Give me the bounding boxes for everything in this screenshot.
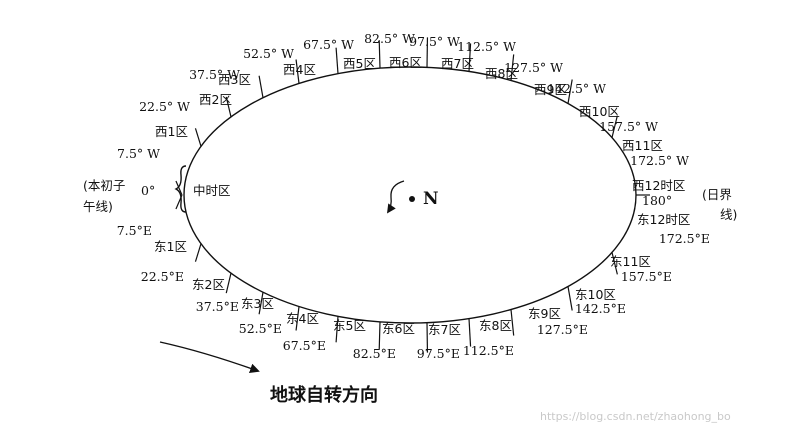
east-zone-label: 东5区: [333, 318, 366, 333]
west-meridian-tick: [225, 96, 232, 117]
west-zone-label: 西3区: [218, 72, 251, 87]
east-zone-label: 东7区: [428, 322, 461, 337]
west-meridian-tick: [378, 40, 381, 69]
east-meridian-tick: [611, 252, 618, 275]
dateline-note-line1: (日界: [702, 187, 732, 202]
west-meridian-label: 67.5° W: [303, 37, 354, 52]
east-zone-label: 东1区: [154, 239, 187, 254]
east-meridian-label: 7.5°E: [117, 223, 152, 238]
prime-meridian-note-line1: (本初子: [83, 178, 125, 193]
dateline-degree: 180°: [642, 193, 672, 208]
east-zone-label: 东10区: [575, 287, 616, 302]
west-meridian-label: 157.5° W: [599, 119, 658, 134]
west-zone-label: 西6区: [389, 55, 422, 70]
east-meridian-label: 127.5°E: [537, 322, 588, 337]
rotation-arrow-icon: [386, 180, 405, 214]
west-meridian-label: 52.5° W: [243, 46, 294, 61]
west-meridian-tick: [194, 128, 202, 147]
east-zone-label: 东3区: [241, 296, 274, 311]
west-meridian-tick: [258, 75, 264, 98]
west-zone-label: 西11区: [622, 138, 663, 153]
west-meridian-label: 112.5° W: [457, 39, 516, 54]
west-meridian-label: 172.5° W: [630, 153, 689, 168]
east-zone-label: 东12时区: [637, 212, 690, 227]
west-meridian-label: 82.5° W: [364, 31, 415, 46]
prime-zone-brace: [174, 165, 187, 213]
west-zone-label: 西1区: [155, 124, 188, 139]
prime-meridian-degree: 0°: [141, 183, 155, 198]
east-zone-label: 东6区: [382, 321, 415, 336]
east-meridian-label: 142.5°E: [575, 301, 626, 316]
east-meridian-tick: [378, 321, 381, 350]
west-zone-label: 西2区: [199, 92, 232, 107]
west-meridian-label: 142.5° W: [547, 81, 606, 96]
dateline-note-line2: 线): [720, 207, 737, 222]
east-meridian-tick: [225, 273, 232, 294]
west-meridian-tick: [567, 79, 573, 104]
east-zone-label: 东9区: [528, 306, 561, 321]
west-zone-label: 西10区: [579, 104, 620, 119]
west-meridian-label: 97.5° W: [409, 34, 460, 49]
east-meridian-label: 67.5°E: [283, 338, 326, 353]
east-meridian-label: 22.5°E: [141, 269, 184, 284]
east-meridian-tick: [258, 292, 264, 315]
west-zone-label: 西5区: [343, 56, 376, 71]
east-zone-label: 东8区: [479, 318, 512, 333]
east-meridian-label: 112.5°E: [463, 343, 514, 358]
earth-ellipse: [183, 66, 637, 324]
east-meridian-tick: [194, 243, 202, 262]
watermark: https://blog.csdn.net/zhaohong_bo: [540, 410, 731, 423]
west-meridian-label: 127.5° W: [504, 60, 563, 75]
east-meridian-label: 157.5°E: [621, 269, 672, 284]
prime-zone-label: 中时区: [193, 183, 231, 198]
east-meridian-tick: [510, 309, 515, 336]
west-meridian-tick: [295, 59, 300, 84]
west-meridian-tick: [468, 43, 472, 72]
west-zone-label: 西12时区: [632, 178, 685, 193]
east-meridian-label: 37.5°E: [196, 299, 239, 314]
prime-meridian-note-line2: 午线): [83, 199, 113, 214]
west-meridian-tick: [335, 47, 339, 74]
west-zone-label: 西4区: [283, 62, 316, 77]
east-zone-label: 东4区: [286, 311, 319, 326]
east-meridian-tick: [295, 306, 300, 331]
east-meridian-label: 172.5°E: [659, 231, 710, 246]
west-meridian-label: 7.5° W: [117, 146, 160, 161]
east-meridian-tick: [335, 316, 339, 343]
west-meridian-label: 22.5° W: [139, 99, 190, 114]
west-meridian-tick: [611, 115, 618, 138]
east-meridian-label: 52.5°E: [239, 321, 282, 336]
east-meridian-tick: [567, 286, 573, 311]
meridian-ticks: [175, 37, 618, 353]
west-zone-label: 西7区: [441, 56, 474, 71]
rotation-caption: 地球自转方向: [270, 384, 378, 406]
east-zone-label: 东2区: [192, 277, 225, 292]
east-meridian-label: 82.5°E: [353, 346, 396, 361]
east-meridian-tick: [468, 318, 472, 347]
west-zone-label: 西8区: [485, 66, 518, 81]
east-meridian-label: 97.5°E: [417, 346, 460, 361]
west-zone-label: 西9区: [534, 82, 567, 97]
west-meridian-label: 37.5° W: [189, 67, 240, 82]
west-meridian-tick: [510, 54, 515, 81]
north-label: N: [423, 189, 439, 209]
rotation-direction-arrow-icon: [159, 341, 260, 373]
meridian-labels: 7.5° W7.5°E22.5° W22.5°E37.5° W37.5°E52.…: [117, 31, 710, 361]
north-pole-dot: [409, 196, 415, 202]
east-zone-label: 东11区: [610, 254, 651, 269]
west-meridian-tick: [175, 180, 183, 196]
